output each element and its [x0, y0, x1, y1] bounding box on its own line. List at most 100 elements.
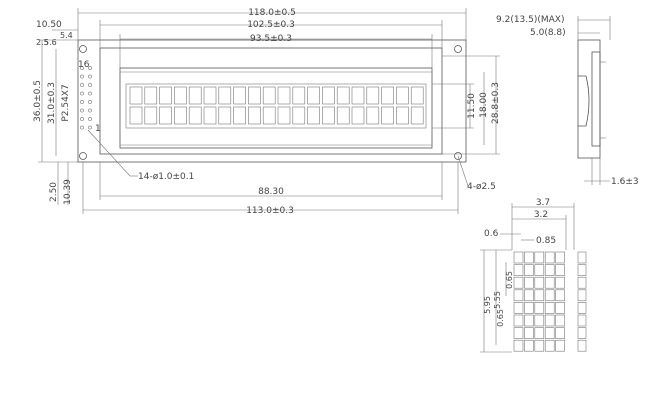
char-cell — [396, 86, 409, 105]
char-cell — [381, 106, 394, 125]
matrix-dot — [555, 302, 565, 314]
pin-hole — [80, 117, 84, 121]
bottom-a-label: 2.50 — [49, 182, 59, 202]
char-cell — [307, 106, 320, 125]
pcb-thickness-label: 1.6±3 — [611, 177, 639, 187]
pin-pitch-label: P2.54X7 — [61, 84, 71, 121]
char-cell — [366, 106, 380, 125]
matrix-dot — [555, 327, 565, 339]
matrix-dot — [555, 339, 565, 352]
dot-width-label: 0.6 — [484, 229, 499, 239]
char-cell — [262, 106, 276, 125]
dot-matrix — [513, 251, 565, 352]
mount-hole-top-right — [454, 45, 462, 53]
char-cell — [262, 86, 276, 105]
column-dot — [577, 264, 587, 276]
matrix-dot — [534, 302, 545, 314]
char-cell — [188, 106, 202, 125]
char-cell — [233, 106, 246, 125]
matrix-dot — [544, 276, 555, 289]
char-cell — [129, 106, 143, 125]
bezel-width-label: 102.5±0.3 — [247, 20, 295, 30]
character-cells — [129, 86, 424, 125]
char-cell — [292, 106, 306, 125]
pin-16-label: 16 — [78, 60, 90, 70]
matrix-dot — [513, 339, 524, 352]
side-bezel — [591, 51, 601, 147]
left-dimensions: 36.0±0.5 31.0±0.3 P2.54X7 2.50 10.39 — [33, 39, 78, 205]
matrix-dot — [544, 327, 555, 339]
char-cell — [410, 86, 424, 105]
side-view: 9.2(13.5)(MAX) 5.0(8.8) 1.6±3 — [496, 15, 639, 187]
matrix-dot — [534, 251, 545, 264]
char-cell — [322, 106, 335, 125]
mount-holes-label: 4-ø2.5 — [467, 182, 496, 192]
char-cell — [129, 86, 143, 105]
char-cell — [144, 86, 158, 105]
char-width-label: 3.7 — [536, 198, 550, 208]
mount-hole-bottom-right — [454, 152, 462, 160]
char-cell — [410, 106, 424, 125]
pin-hole — [80, 66, 84, 70]
pin-hole — [88, 108, 92, 113]
matrix-dot — [524, 264, 534, 276]
mount-hole-bottom-left — [79, 152, 87, 160]
pin-holes-leader — [87, 129, 131, 177]
matrix-dot — [555, 264, 565, 276]
pin-hole — [88, 83, 92, 87]
offset-c-label: 5.6 — [44, 38, 57, 47]
char-cell — [366, 86, 380, 105]
char-cell — [277, 106, 291, 125]
matrix-dot — [513, 327, 524, 339]
matrix-dot — [544, 314, 555, 327]
char-cell — [233, 86, 246, 105]
char-cell — [218, 106, 232, 125]
left-offset-label: 10.50 — [36, 20, 62, 30]
dot-area-width-label: 3.2 — [534, 210, 548, 220]
char-cell — [218, 86, 232, 105]
dot-pitch-label: 0.85 — [536, 236, 556, 246]
matrix-dot — [534, 339, 545, 352]
pin-hole — [88, 125, 92, 130]
char-cell — [248, 86, 261, 105]
matrix-dot — [524, 276, 534, 289]
pin-hole — [80, 83, 84, 87]
matrix-dot — [544, 289, 555, 302]
matrix-dot — [524, 251, 534, 264]
char-cell — [174, 106, 187, 125]
char-cell — [336, 86, 350, 105]
pin-hole — [80, 108, 84, 113]
bottom-dimensions: 14-ø1.0±0.1 4-ø2.5 88.30 113.0±0.3 — [82, 129, 496, 216]
pin-1-label: 1 — [95, 124, 101, 134]
matrix-dot — [555, 276, 565, 289]
matrix-dot — [534, 264, 545, 276]
column-dot — [577, 289, 587, 302]
mount-holes-leader — [457, 155, 469, 187]
thickness-b-label: 5.0(8.8) — [530, 28, 566, 38]
char-cell — [351, 106, 365, 125]
matrix-dot — [513, 276, 524, 289]
matrix-dot — [513, 251, 524, 264]
pin-hole — [88, 74, 92, 79]
matrix-dot — [534, 327, 545, 339]
column-dot — [577, 276, 587, 289]
matrix-dot — [524, 302, 534, 314]
pin-hole — [80, 125, 84, 130]
view-area — [119, 67, 433, 149]
bezel-outline — [99, 47, 443, 155]
module-outline — [77, 39, 467, 163]
column-dot — [577, 314, 587, 327]
bottom-b-label: 10.39 — [63, 179, 73, 205]
matrix-dot — [534, 276, 545, 289]
thickness-max-label: 9.2(13.5)(MAX) — [496, 15, 564, 25]
matrix-dot — [555, 314, 565, 327]
pin-hole — [80, 74, 84, 79]
view-height-label: 28.8±0.3 — [491, 82, 501, 124]
char-cell — [292, 86, 306, 105]
column-dot — [577, 251, 587, 264]
pin-hole — [88, 100, 92, 104]
side-led — [578, 75, 590, 127]
char-cell — [203, 106, 217, 125]
char-cell — [336, 106, 350, 125]
